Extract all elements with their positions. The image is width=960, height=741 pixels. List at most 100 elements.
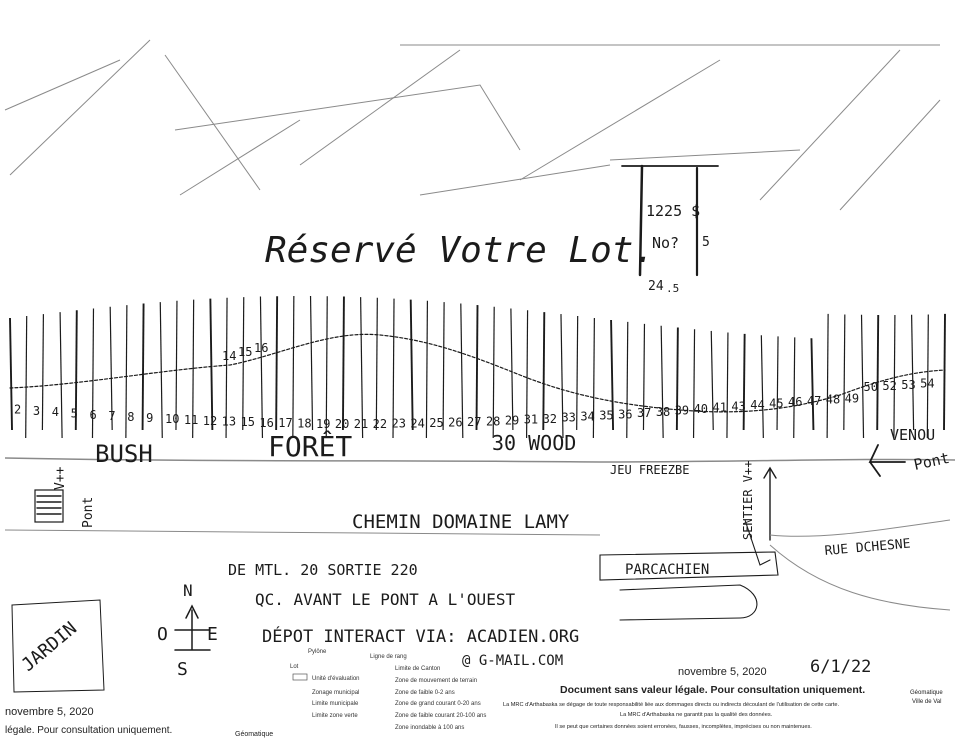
lot-number: 54	[920, 377, 934, 391]
left-vtt-bridge: V++ Pont	[34, 466, 96, 528]
venou-label: VENOU	[890, 426, 935, 444]
foret-label: FORÊT	[268, 429, 352, 463]
lot-line	[525, 310, 529, 439]
bush-label: BUSH	[95, 440, 153, 468]
reserved-lot-no: No?	[652, 234, 679, 252]
lot-number: 45	[769, 397, 783, 411]
lot-number: 35	[599, 409, 613, 423]
lot-line	[560, 314, 564, 439]
directions-line-2: QC. AVANT LE PONT A L'OUEST	[255, 590, 515, 609]
lot-number: 23	[392, 417, 406, 431]
lot-number-upper: 14	[222, 349, 236, 363]
lot-line	[259, 296, 264, 439]
lot-line	[292, 296, 295, 439]
vtt-left-label: V++	[53, 466, 68, 490]
street: RUE DCHESNE	[769, 519, 951, 611]
lot-line	[392, 298, 395, 439]
lot-number: 53	[901, 378, 915, 392]
compass-e: E	[207, 624, 218, 645]
lot-number: 4	[52, 405, 59, 419]
footer-date-left: novembre 5, 2020	[5, 706, 94, 718]
lot-number: 32	[543, 412, 557, 426]
lot-line	[141, 303, 145, 431]
lot-line	[760, 335, 764, 439]
directions-line-3: DÉPOT INTERACT VIA: ACADIEN.ORG	[262, 625, 579, 647]
directions-line-1: DE MTL. 20 SORTIE 220	[228, 561, 418, 579]
lot-line	[911, 314, 915, 431]
lot-number: 33	[561, 411, 575, 425]
reserved-lot-number-suffix: .5	[666, 282, 679, 295]
lot-number: 20	[335, 417, 349, 431]
chemin-label: CHEMIN DOMAINE LAMY	[352, 511, 570, 533]
lot-number: 7	[108, 409, 115, 423]
lot-number: 52	[882, 379, 896, 393]
legend-c2-2: Zone de mouvement de terrain	[395, 678, 477, 684]
lot-number: 34	[580, 410, 594, 424]
dog-park-label: PARCACHIEN	[625, 562, 709, 578]
lot-line	[209, 298, 214, 431]
lot-number: 15	[241, 415, 255, 429]
footer-legal-left: légale. Pour consultation uniquement.	[5, 725, 172, 736]
lot-number: 48	[826, 393, 840, 407]
lot-line	[425, 300, 429, 439]
lot-number: 40	[694, 402, 708, 416]
lot-line	[592, 317, 595, 439]
lot-number: 21	[354, 417, 368, 431]
lot-line	[726, 332, 729, 439]
wood-label: 30 WOOD	[492, 431, 576, 455]
lot-line	[91, 308, 95, 439]
lot-number: 49	[845, 391, 859, 405]
legend-c2-0: Ligne de rang	[370, 654, 407, 660]
lot-number: 8	[127, 410, 134, 424]
directions-text: DE MTL. 20 SORTIE 220 QC. AVANT LE PONT …	[228, 561, 579, 669]
lot-line	[192, 299, 195, 439]
lot-number: 43	[731, 399, 745, 413]
footer-geomatique-right: Géomatique	[910, 690, 943, 696]
lot-number: 31	[524, 413, 538, 427]
footer-disclaimer-3: Il se peut que certaines données soient …	[555, 724, 812, 730]
sentier-trail: SENTIER V++	[741, 461, 777, 566]
legend-c1-0: Pylône	[308, 649, 327, 655]
lot-number: 18	[297, 417, 311, 431]
lot-number: 26	[448, 416, 462, 430]
footer-ville: Ville de Val	[912, 699, 941, 705]
legend-c2-3: Zone de faible 0-2 ans	[395, 690, 455, 696]
lot-number: 36	[618, 407, 632, 421]
lot-number: 6	[90, 408, 97, 422]
footer-legal-right: Document sans valeur légale. Pour consul…	[560, 684, 865, 696]
lot-number: 22	[373, 417, 387, 431]
lot-line	[826, 313, 829, 439]
lot-number: 50	[863, 380, 877, 394]
legend-c1-5: Limite zone verte	[312, 713, 358, 719]
lot-line	[542, 312, 546, 431]
lot-line	[409, 299, 414, 431]
lot-line	[692, 329, 696, 439]
compass-s: S	[177, 659, 188, 680]
lot-line	[843, 314, 846, 431]
map-legend: Pylône Lot Unité d'évaluation Zonage mun…	[290, 649, 486, 731]
legend-c2-5: Zone de faible courant 20-100 ans	[395, 713, 486, 719]
dog-park: PARCACHIEN	[599, 551, 779, 621]
background-survey-lines	[4, 39, 941, 211]
lot-number: 28	[486, 414, 500, 428]
lot-line	[626, 321, 629, 439]
legend-c1-1: Lot	[290, 664, 299, 670]
lot-line	[9, 317, 13, 431]
lot-line	[460, 303, 464, 439]
lot-line	[360, 297, 364, 439]
lot-number: 44	[750, 398, 764, 412]
lot-line	[375, 297, 378, 431]
lot-number: 24	[410, 416, 424, 430]
map-footer: novembre 5, 2020 légale. Pour consultati…	[5, 666, 943, 738]
lot-number: 9	[146, 411, 153, 425]
lot-line	[41, 314, 44, 431]
garden-label: JARDIN	[18, 618, 81, 676]
lot-line	[742, 333, 746, 431]
legend-c1-3: Zonage municipal	[312, 690, 359, 696]
handwritten-date: 6/1/22	[810, 657, 871, 677]
lot-number: 12	[203, 414, 217, 428]
lot-line	[492, 306, 495, 439]
lot-line	[109, 306, 113, 431]
lot-number: 19	[316, 417, 330, 431]
lot-line	[710, 330, 714, 431]
